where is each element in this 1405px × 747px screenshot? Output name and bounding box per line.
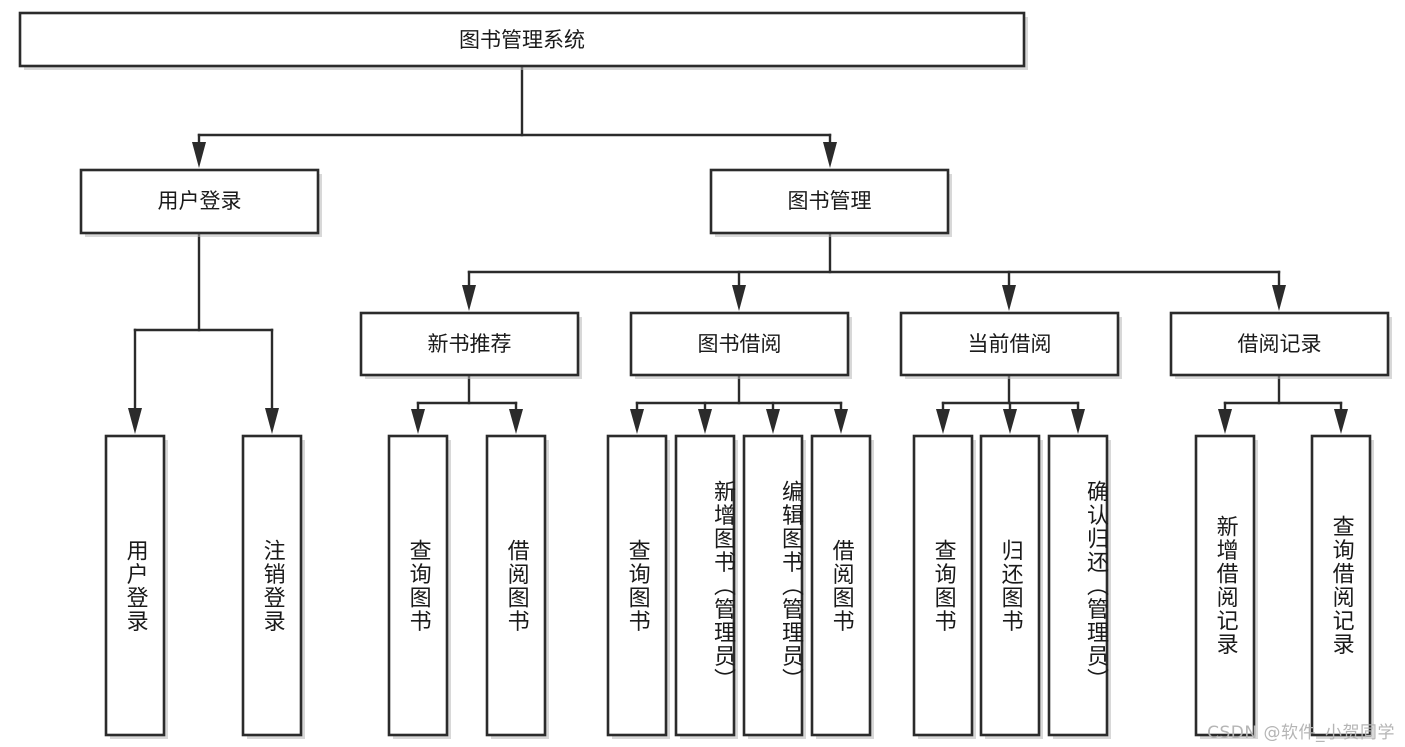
- arrow-head-to-leaf-user-logout: [265, 408, 279, 434]
- node-leaf-return-book[interactable]: [979, 434, 1043, 739]
- node-root[interactable]: 图书管理系统: [18, 11, 1028, 70]
- node-leaf-borrow-book-1-box: [485, 434, 547, 737]
- node-leaf-query-book-3-box: [912, 434, 974, 737]
- node-leaf-user-logout-box: [241, 434, 303, 737]
- node-leaf-edit-book[interactable]: [742, 434, 806, 739]
- arrow-head-to-borrow-record: [1272, 285, 1286, 311]
- node-book-borrow-label: 图书借阅: [698, 332, 782, 356]
- node-book-manage[interactable]: 图书管理: [709, 168, 952, 237]
- arrow-head-to-leaf-add-book: [698, 409, 712, 434]
- arrow-head-to-leaf-return-book: [1003, 409, 1017, 434]
- node-borrow-record-label: 借阅记录: [1238, 332, 1322, 356]
- arrow-head-root-to-book-manage: [823, 142, 837, 168]
- connector-group-root: [192, 64, 837, 168]
- node-new-book-recommend-box: [359, 311, 580, 377]
- node-leaf-query-record-box: [1310, 434, 1372, 737]
- arrow-head-root-to-user-login: [192, 142, 206, 168]
- node-leaf-borrow-book-2-box: [810, 434, 872, 737]
- node-leaf-confirm-return[interactable]: [1047, 434, 1111, 739]
- node-leaf-return-book-box: [979, 434, 1041, 737]
- arrow-head-to-leaf-confirm-return: [1071, 409, 1085, 434]
- node-leaf-add-record-box: [1194, 434, 1256, 737]
- arrow-head-to-leaf-borrow-book-1: [509, 409, 523, 434]
- arrow-head-to-leaf-query-record: [1334, 409, 1348, 434]
- connector-group-new-book-recommend: [411, 373, 523, 434]
- node-leaf-add-book-box: [674, 434, 736, 737]
- node-new-book-recommend-label: 新书推荐: [428, 332, 512, 356]
- node-leaf-confirm-return-box: [1047, 434, 1109, 737]
- node-leaf-query-book-1-box: [387, 434, 449, 737]
- node-book-borrow-box: [629, 311, 850, 377]
- node-leaf-add-record[interactable]: [1194, 434, 1258, 739]
- node-leaf-add-book[interactable]: [674, 434, 738, 739]
- node-leaf-edit-book-box: [742, 434, 804, 737]
- node-borrow-record-box: [1169, 311, 1390, 377]
- node-borrow-record[interactable]: 借阅记录: [1169, 311, 1392, 379]
- arrow-head-to-leaf-query-book-3: [936, 409, 950, 434]
- connector-group-book-borrow: [630, 373, 848, 434]
- node-new-book-recommend[interactable]: 新书推荐: [359, 311, 582, 379]
- node-user-login-label: 用户登录: [158, 189, 242, 213]
- node-user-login[interactable]: 用户登录: [79, 168, 322, 237]
- arrow-head-to-leaf-query-book-2: [630, 409, 644, 434]
- csdn-watermark: CSDN @软件_小贺同学: [1207, 723, 1395, 743]
- arrow-head-to-leaf-query-book-1: [411, 409, 425, 434]
- arrow-head-to-leaf-borrow-book-2: [834, 409, 848, 434]
- node-root-box: [18, 11, 1026, 68]
- node-leaf-query-book-2-box: [606, 434, 668, 737]
- node-leaf-query-book-1[interactable]: [387, 434, 451, 739]
- connector-group-book-manage: [462, 231, 1286, 311]
- node-leaf-query-book-2[interactable]: [606, 434, 670, 739]
- arrow-head-to-current-borrow: [1002, 285, 1016, 311]
- node-leaf-borrow-book-1[interactable]: [485, 434, 549, 739]
- node-user-login-box: [79, 168, 320, 235]
- node-leaf-user-logout[interactable]: [241, 434, 305, 739]
- node-leaf-user-login-box: [104, 434, 166, 737]
- arrow-head-to-book-borrow: [732, 285, 746, 311]
- node-root-label: 图书管理系统: [459, 28, 585, 52]
- node-leaf-borrow-book-2[interactable]: [810, 434, 874, 739]
- arrow-head-to-new-book-recommend: [462, 285, 476, 311]
- node-book-borrow[interactable]: 图书借阅: [629, 311, 852, 379]
- node-leaf-query-record[interactable]: [1310, 434, 1374, 739]
- node-book-manage-label: 图书管理: [788, 189, 872, 213]
- connector-group-borrow-record: [1218, 373, 1348, 434]
- arrow-head-to-leaf-user-login: [128, 408, 142, 434]
- node-leaf-user-login[interactable]: [104, 434, 168, 739]
- node-current-borrow-box: [899, 311, 1120, 377]
- connector-group-current-borrow: [936, 373, 1085, 434]
- node-current-borrow[interactable]: 当前借阅: [899, 311, 1122, 379]
- connector-group-user-login: [128, 231, 279, 434]
- node-leaf-query-book-3[interactable]: [912, 434, 976, 739]
- node-book-manage-box: [709, 168, 950, 235]
- node-current-borrow-label: 当前借阅: [968, 332, 1052, 356]
- arrow-head-to-leaf-edit-book: [766, 409, 780, 434]
- arrow-head-to-leaf-add-record: [1218, 409, 1232, 434]
